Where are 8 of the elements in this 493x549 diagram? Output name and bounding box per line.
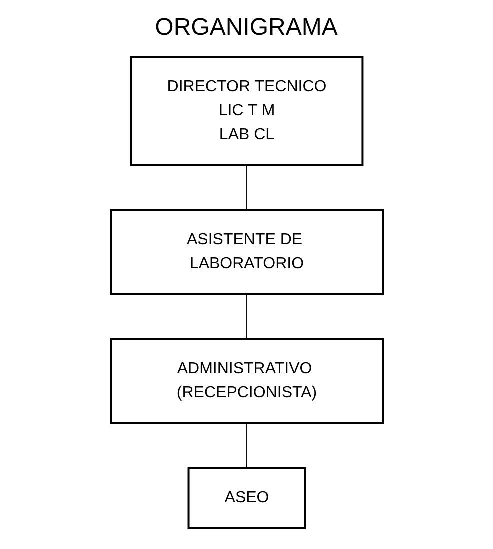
connector (246, 423, 247, 469)
connector (246, 294, 247, 340)
connector (246, 165, 247, 211)
diagram-title: ORGANIGRAMA (155, 14, 338, 41)
node-box: ADMINISTRATIVO (RECEPCIONISTA) (110, 338, 384, 424)
node-box: ASISTENTE DE LABORATORIO (110, 210, 384, 296)
node-box: ASEO (187, 468, 306, 530)
node-box: DIRECTOR TECNICO LIC T M LAB CL (130, 56, 364, 166)
